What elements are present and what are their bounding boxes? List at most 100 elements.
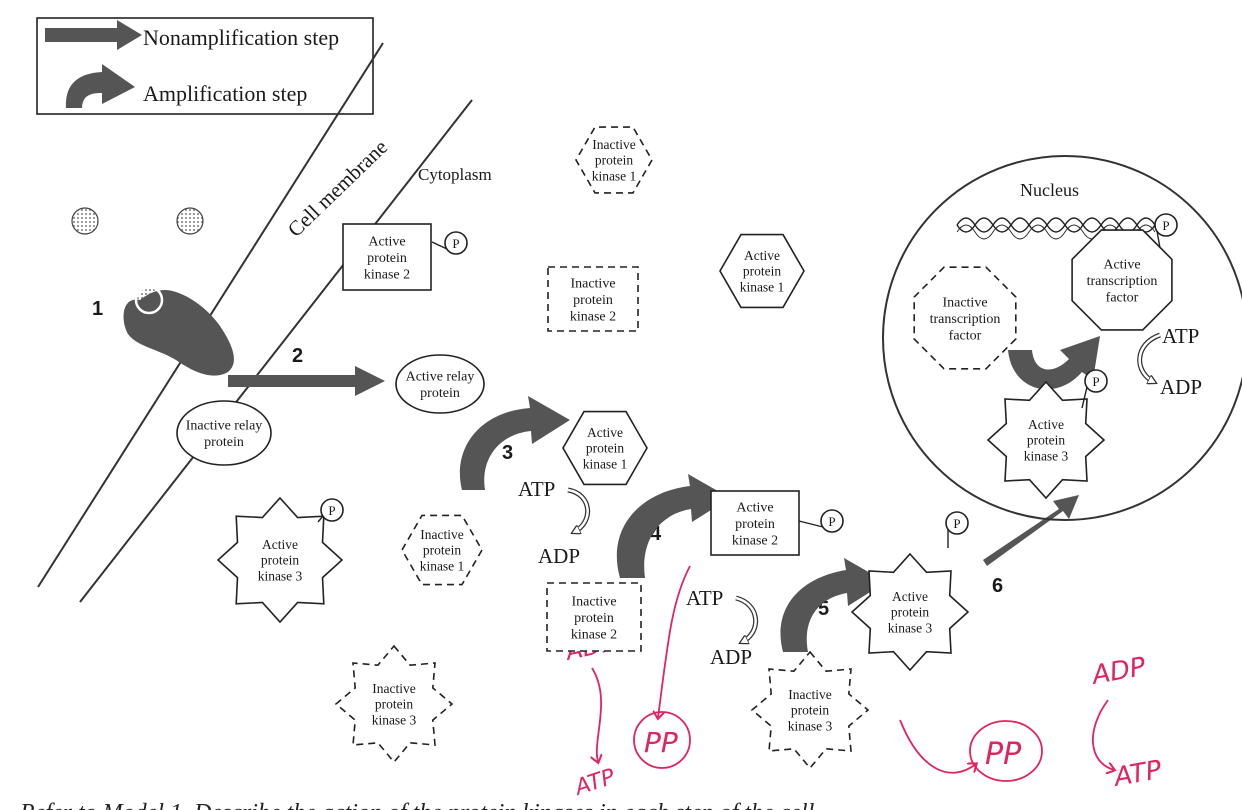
protein-label-line: transcription — [930, 312, 1001, 327]
step-number-5: 5 — [818, 598, 829, 620]
protein-label-line: transcription — [1087, 274, 1158, 289]
protein-label-line: protein — [204, 435, 244, 450]
protein-label-line: protein — [375, 697, 413, 712]
handwritten-atp: ATP — [1110, 755, 1164, 793]
protein-label-line: protein — [367, 251, 407, 266]
step-number-2: 2 — [292, 345, 303, 367]
nucleus-label: Nucleus — [1020, 180, 1079, 200]
protein-label-line: protein — [743, 264, 781, 279]
protein-label-line: Active — [587, 425, 623, 440]
adp-label: ADP — [1160, 375, 1202, 399]
protein-label-line: Inactive — [372, 681, 415, 696]
phosphate-label: P — [1092, 374, 1099, 389]
protein-label-line: Active — [368, 234, 405, 249]
legend-nonamplification-label: Nonamplification step — [143, 25, 339, 50]
protein-label-line: Inactive — [942, 295, 987, 310]
protein-label-line: Inactive — [420, 527, 463, 542]
question-caption: Refer to Model 1. Describe the action of… — [19, 800, 815, 810]
protein-label-line: Active — [262, 537, 298, 552]
handwritten-pp: PP — [985, 737, 1022, 772]
protein-label-line: protein — [1027, 433, 1065, 448]
nucleus — [882, 155, 1242, 521]
reaction-nucleus — [1137, 332, 1161, 382]
protein-label-line: protein — [586, 441, 624, 456]
protein-label-line: protein — [595, 153, 633, 168]
phosphate-icon — [945, 511, 969, 535]
protein-label-line: kinase 2 — [732, 533, 778, 548]
adp-label: ADP — [538, 544, 580, 568]
protein-label-line: kinase 3 — [788, 719, 833, 734]
protein-label-line: protein — [574, 611, 614, 626]
atp-label: ATP — [686, 586, 723, 610]
protein-label-line: protein — [420, 386, 460, 401]
protein-label-line: protein — [891, 605, 929, 620]
phosphate-icon — [1084, 369, 1108, 393]
step-5-arrow — [780, 558, 886, 652]
phosphate-icon — [1154, 213, 1178, 237]
protein-label-line: kinase 1 — [740, 280, 785, 295]
protein-label-line: kinase 1 — [420, 559, 465, 574]
handwritten-annotations — [592, 565, 1114, 782]
protein-label-line: Active — [892, 589, 928, 604]
phosphate-label: P — [1162, 218, 1169, 233]
protein-label-line: Inactive — [570, 276, 615, 291]
protein-label-line: Inactive — [571, 594, 616, 609]
phosphate-icon — [444, 231, 468, 255]
step-number-7: 7 — [1042, 346, 1053, 368]
protein-label-line: Active — [744, 248, 780, 263]
protein-label-line: Inactive — [788, 687, 831, 702]
phosphate-icon — [320, 498, 344, 522]
handwritten-atp: ATP — [570, 764, 619, 801]
phosphate-icon — [820, 509, 844, 533]
phosphate-label: P — [828, 514, 835, 529]
cytoplasm-label: Cytoplasm — [418, 165, 492, 184]
protein-label-line: kinase 2 — [570, 309, 616, 324]
signal-molecule — [71, 207, 99, 235]
protein-label-line: factor — [949, 328, 982, 343]
protein-label-line: kinase 2 — [571, 627, 617, 642]
protein-label-line: kinase 1 — [583, 457, 628, 472]
phosphate-label: P — [953, 516, 960, 531]
protein-label-line: kinase 3 — [1024, 449, 1069, 464]
step-number-6: 6 — [992, 575, 1003, 597]
protein-label-line: kinase 3 — [372, 713, 417, 728]
phosphate-label: P — [328, 503, 335, 518]
protein-label-line: Active — [736, 500, 773, 515]
legend-amplification-label: Amplification step — [143, 81, 307, 106]
protein-label-line: protein — [573, 293, 613, 308]
protein-label-line: Inactive — [592, 137, 635, 152]
step-number-1: 1 — [92, 298, 103, 320]
receptor — [123, 285, 234, 376]
legend: Nonamplification step Amplification step — [36, 17, 374, 115]
protein-label-line: kinase 2 — [364, 267, 410, 282]
protein-label-line: protein — [735, 517, 775, 532]
protein-label-line: Inactive relay — [186, 419, 263, 434]
reaction-step-4 — [567, 487, 591, 532]
amplification-arrow-icon — [65, 64, 135, 108]
step-6-arrow — [983, 495, 1079, 566]
protein-label-line: kinase 3 — [888, 621, 933, 636]
nonamplification-arrow-icon — [45, 20, 142, 50]
adp-label: ADP — [710, 645, 752, 669]
step-number-3: 3 — [502, 442, 513, 464]
protein-label-line: protein — [791, 703, 829, 718]
